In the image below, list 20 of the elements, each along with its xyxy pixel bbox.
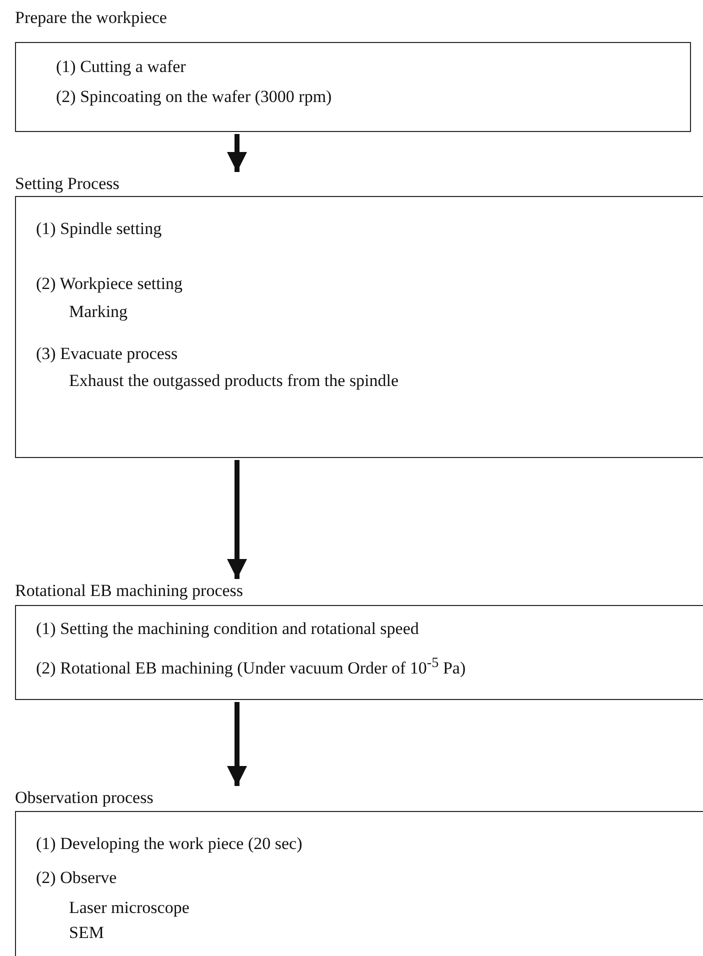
step-text: Laser microscope	[69, 898, 190, 918]
step-text: Marking	[69, 302, 128, 322]
step-text: SEM	[69, 923, 104, 943]
step-text: (1) Cutting a wafer	[56, 57, 186, 77]
section-heading: Setting Process	[15, 174, 120, 194]
section-heading: Observation process	[15, 788, 154, 808]
step-text: (2) Rotational EB machining (Under vacuum Order of 10$^{-5}$ Pa)	[36, 654, 466, 679]
step-text: (2) Workpiece setting	[36, 274, 183, 294]
step-text: (2) Spincoating on the wafer (3000 rpm)	[56, 87, 332, 107]
step-text: (3) Evacuate process	[36, 344, 178, 364]
section-heading: Rotational EB machining process	[15, 581, 244, 601]
step-text: (1) Setting the machining condition and rotational speed	[36, 619, 419, 639]
arrow	[227, 702, 247, 786]
arrow	[227, 460, 247, 579]
section-heading: Prepare the workpiece	[15, 8, 167, 28]
step-text: (1) Spindle setting	[36, 219, 162, 239]
step-text: Exhaust the outgassed products from the spindle	[69, 371, 399, 391]
step-text: (2) Observe	[36, 868, 117, 888]
arrow	[227, 134, 247, 172]
step-text: (1) Developing the work piece (20 sec)	[36, 834, 302, 854]
